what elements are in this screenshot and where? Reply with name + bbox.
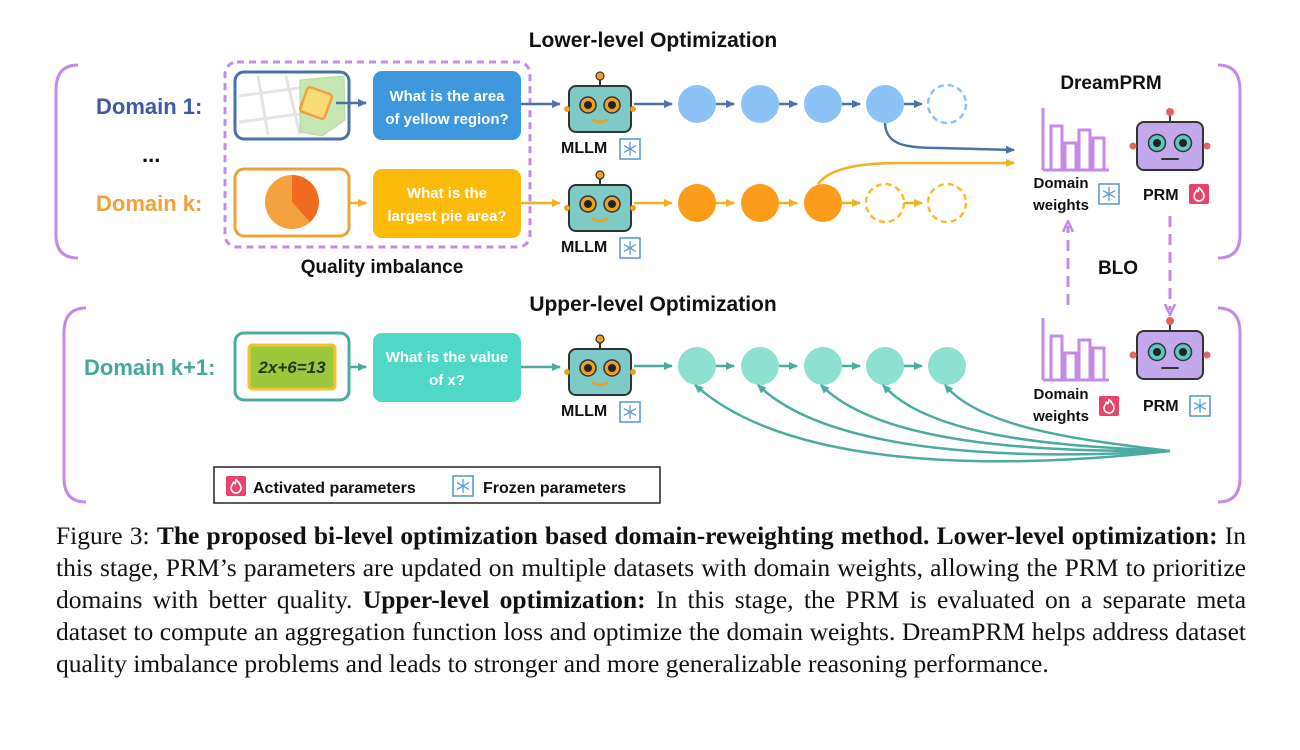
lower-left-bracket xyxy=(54,63,79,260)
equation-icon: 2x+6=13 xyxy=(233,331,351,402)
question-box-1 xyxy=(373,71,521,140)
snowflake-icon xyxy=(619,237,641,259)
domain-k-label: Domain k: xyxy=(96,191,202,216)
bar-chart-icon xyxy=(1041,106,1111,172)
robot-icon xyxy=(562,333,638,397)
equation-text: 2x+6=13 xyxy=(257,358,326,377)
snowflake-icon xyxy=(1098,183,1120,205)
caption-title: The proposed bi-level optimization based… xyxy=(156,521,930,550)
question-1-line-2: of yellow region? xyxy=(385,111,508,128)
domain-weights-line-2: weights xyxy=(1032,408,1089,425)
caption-lower-head: Lower-level optimization: xyxy=(936,521,1218,550)
map-icon xyxy=(233,70,351,141)
prm-feedback-arrows xyxy=(694,384,1171,463)
snowflake-icon xyxy=(619,138,641,160)
robot-icon xyxy=(1128,107,1212,171)
caption-upper-head: Upper-level optimization: xyxy=(362,585,646,614)
reasoning-chain-1 xyxy=(634,83,1015,154)
domain-ellipsis: ... xyxy=(142,142,160,167)
snowflake-icon xyxy=(1189,395,1211,417)
figure-caption: Figure 3: The proposed bi-level optimiza… xyxy=(56,520,1246,680)
lower-level-title: Lower-level Optimization xyxy=(529,29,778,52)
bar-chart-icon xyxy=(1041,316,1111,382)
question-k-line-2: largest pie area? xyxy=(387,208,506,225)
reasoning-chain-k xyxy=(634,159,1015,224)
domain-1-label: Domain 1: xyxy=(96,94,202,119)
upper-level-title: Upper-level Optimization xyxy=(529,293,776,316)
domain-weights-line-1: Domain xyxy=(1033,386,1088,403)
question-1-line-1: What is the area xyxy=(389,88,505,105)
domain-weights-line-1: Domain xyxy=(1033,175,1088,192)
snowflake-icon xyxy=(452,475,474,497)
caption-upper-text: In this stage, the PRM is evaluated on a… xyxy=(56,585,1247,678)
diagram: Lower-level Optimization Upper-level Opt… xyxy=(54,29,1242,504)
legend: Activated parameters Frozen parameters xyxy=(213,466,661,504)
prm-label: PRM xyxy=(1143,187,1179,204)
question-k-line-1: What is the xyxy=(407,185,487,202)
question-k1-line-1: What is the value xyxy=(386,349,509,366)
legend-activated: Activated parameters xyxy=(253,480,416,497)
upper-left-bracket xyxy=(62,306,87,504)
fire-icon xyxy=(225,475,247,497)
fire-icon xyxy=(1098,395,1120,417)
question-box-k xyxy=(373,169,521,238)
upper-right-bracket xyxy=(1217,306,1242,504)
blo-label: BLO xyxy=(1098,258,1138,279)
mllm-label: MLLM xyxy=(561,403,607,420)
prm-label: PRM xyxy=(1143,398,1179,415)
caption-lower-text: In this stage, PRM’s parameters are upda… xyxy=(56,521,1247,614)
domain-k1-label: Domain k+1: xyxy=(84,355,215,380)
reasoning-chain-k1 xyxy=(634,347,966,385)
domain-weights-line-2: weights xyxy=(1032,197,1089,214)
fire-icon xyxy=(1188,183,1210,205)
snowflake-icon xyxy=(619,401,641,423)
mllm-label: MLLM xyxy=(561,239,607,256)
lower-right-bracket xyxy=(1217,63,1242,260)
pie-icon xyxy=(233,167,351,238)
robot-icon xyxy=(562,70,638,134)
robot-icon xyxy=(562,169,638,233)
caption-figure-number: Figure 3: xyxy=(56,521,150,550)
legend-frozen: Frozen parameters xyxy=(483,480,626,497)
mllm-label: MLLM xyxy=(561,140,607,157)
question-box-k1 xyxy=(373,333,521,402)
quality-imbalance-label: Quality imbalance xyxy=(301,257,464,278)
question-k1-line-2: of x? xyxy=(429,372,465,389)
robot-icon xyxy=(1128,316,1212,380)
dreamprm-title: DreamPRM xyxy=(1060,73,1161,94)
